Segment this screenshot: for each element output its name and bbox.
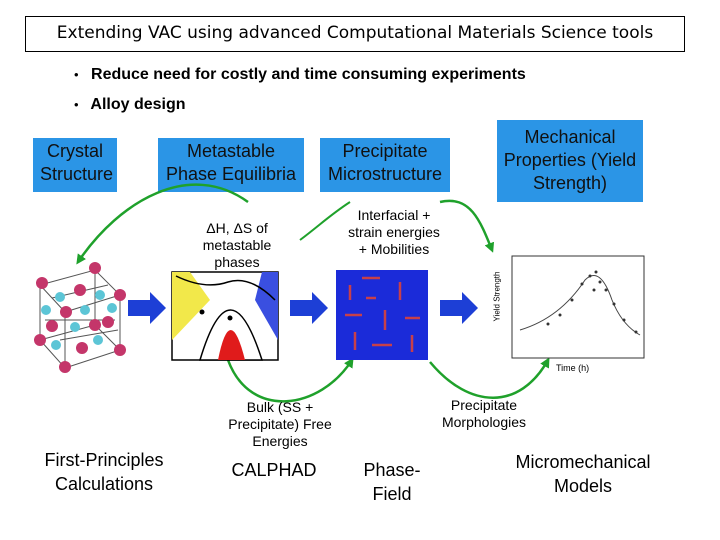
box-mechanical-label: Mechanical Properties (Yield Strength) xyxy=(503,127,637,193)
block-arrow-2 xyxy=(290,292,328,324)
label-bulk-free-energies: Bulk (SS + Precipitate) Free Energies xyxy=(228,399,332,449)
arrow-interfacial-to-plot xyxy=(439,199,495,253)
method-first-principles: First-Principles Calculations xyxy=(44,450,164,494)
block-arrow-1 xyxy=(128,292,166,324)
method-phase-field: Phase-Field xyxy=(363,460,421,504)
arrow-phasefield-to-micromech xyxy=(429,357,550,399)
box-metastable-phase-equilibria: Metastable Phase Equilibria xyxy=(158,138,304,192)
arrow-calphad-to-phasefield xyxy=(226,357,354,403)
box-crystal-structure: Crystal Structure xyxy=(33,138,117,192)
bullet-text: Reduce need for costly and time consumin… xyxy=(91,66,526,83)
plot-ylabel: Yield Strength xyxy=(492,271,502,322)
yield-strength-plot xyxy=(511,255,645,359)
box-precipitate-label: Precipitate Microstructure xyxy=(327,141,443,184)
slide-title: Extending VAC using advanced Computation… xyxy=(25,16,685,52)
method-calphad: CALPHAD xyxy=(231,460,317,480)
arrow-energetics-to-crystal xyxy=(76,183,249,265)
method-micromechanical: Micromechanical Models xyxy=(515,452,651,496)
crystal-structure-illustration xyxy=(34,262,126,373)
phase-field-illustration xyxy=(336,270,428,360)
phase-diagram-illustration xyxy=(171,271,279,361)
block-arrow-3 xyxy=(440,292,478,324)
label-dh-ds-metastable: ΔH, ΔS of metastable phases xyxy=(202,220,272,270)
label-precipitate-morphologies: Precipitate Morphologies xyxy=(441,397,527,430)
label-interfacial-energies: Interfacial + strain energies + Mobiliti… xyxy=(348,207,440,257)
bullet-reduce-experiments: Reduce need for costly and time consumin… xyxy=(74,66,526,84)
bullet-text: Alloy design xyxy=(90,96,186,113)
box-mechanical-properties: Mechanical Properties (Yield Strength) xyxy=(497,120,643,202)
box-metastable-label: Metastable Phase Equilibria xyxy=(165,141,297,184)
arrow-interfacial-link xyxy=(299,201,351,241)
box-crystal-label: Crystal Structure xyxy=(40,141,114,184)
plot-xlabel: Time (h) xyxy=(556,363,590,373)
bullet-alloy-design: Alloy design xyxy=(74,96,186,114)
box-precipitate-microstructure: Precipitate Microstructure xyxy=(320,138,450,192)
slide-title-text: Extending VAC using advanced Computation… xyxy=(56,23,654,43)
